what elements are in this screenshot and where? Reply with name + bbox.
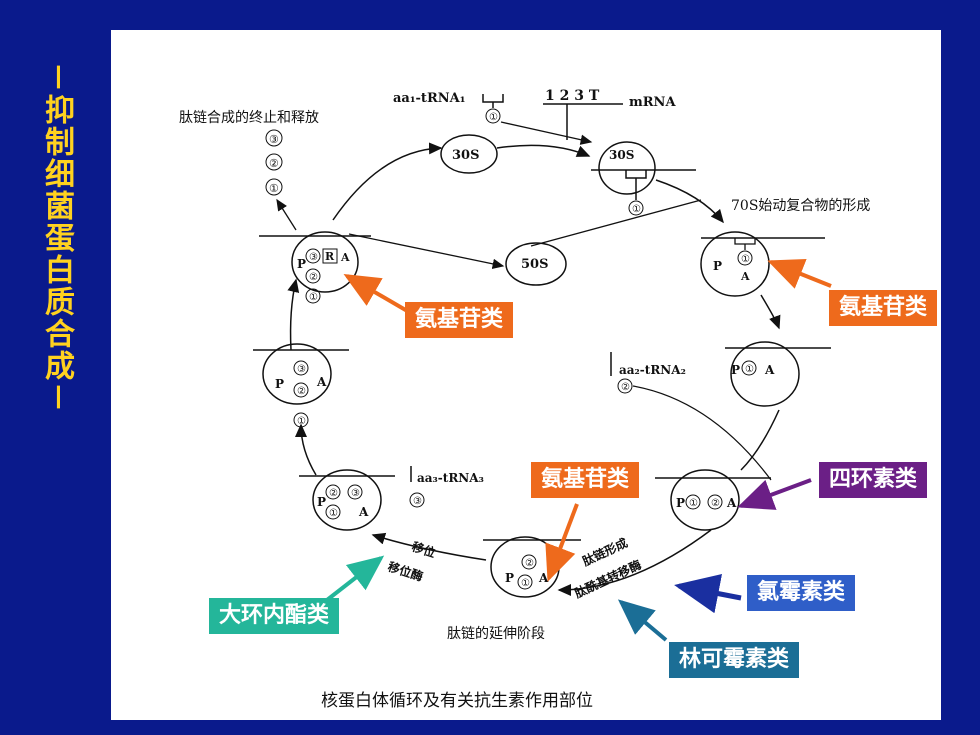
aminoglycoside-badge-2: 氨基苷类 <box>829 290 938 326</box>
macrolide-arrow <box>325 555 385 602</box>
diagram-panel: 肽链合成的终止和释放 70S始动复合物的形成 肽链的延伸阶段 核蛋白体循环及有关… <box>111 30 941 720</box>
svg-text:②: ② <box>525 558 534 569</box>
svg-text:①: ① <box>269 182 279 195</box>
translocation-label: 移位 <box>410 539 437 561</box>
svg-text:P: P <box>731 363 740 377</box>
svg-text:aa₂-tRNA₂: aa₂-tRNA₂ <box>619 363 686 377</box>
svg-text:②: ② <box>711 498 720 509</box>
ribosome-translocated: P ③ ② ① A <box>253 343 349 428</box>
svg-text:P: P <box>505 571 514 585</box>
released-peptide: ③ ② ① <box>265 129 283 196</box>
svg-text:③: ③ <box>413 496 422 507</box>
svg-text:30S: 30S <box>452 148 479 163</box>
tetracycline-badge: 四环素类 <box>819 462 928 498</box>
svg-text:①: ① <box>741 254 750 265</box>
svg-text:aa₃-tRNA₃: aa₃-tRNA₃ <box>417 471 484 485</box>
svg-text:P: P <box>676 496 685 510</box>
svg-text:③: ③ <box>351 488 360 499</box>
svg-text:①: ① <box>689 498 698 509</box>
svg-text:①: ① <box>632 204 641 215</box>
svg-text:③: ③ <box>269 133 279 146</box>
side-title: －抑制细菌蛋白质合成－ <box>39 62 74 414</box>
svg-text:①: ① <box>297 416 306 427</box>
ribosome-peptide-formed: P ② ① A <box>483 536 581 598</box>
svg-text:③: ③ <box>297 364 306 375</box>
aminoglycoside-arrow-1 <box>343 273 411 314</box>
mrna-label: mRNA <box>629 95 676 110</box>
ribosome-cycle-diagram: 肽链合成的终止和释放 70S始动复合物的形成 肽链的延伸阶段 核蛋白体循环及有关… <box>179 88 870 711</box>
svg-text:②: ② <box>269 157 279 170</box>
svg-text:A: A <box>726 496 737 510</box>
svg-text:P: P <box>275 377 284 391</box>
chloramphenicol-arrow <box>674 573 742 614</box>
ribosome-70s-initiation: P ① A <box>700 231 825 297</box>
svg-text:①: ① <box>745 364 754 375</box>
svg-text:②: ② <box>297 386 306 397</box>
svg-text:①: ① <box>329 508 338 519</box>
aminoglycoside-badge-3: 氨基苷类 <box>531 462 640 498</box>
lincomycin-arrow <box>617 599 668 642</box>
mrna-codons: 1 2 3 T <box>545 88 600 104</box>
svg-text:P: P <box>297 257 306 271</box>
subunit-30s-initiation <box>598 141 656 195</box>
peptide-formation-label: 肽链形成 <box>580 535 630 569</box>
svg-text:R: R <box>325 250 335 263</box>
svg-text:①: ① <box>309 292 318 303</box>
svg-text:A: A <box>316 375 327 389</box>
svg-text:②: ② <box>621 382 630 393</box>
ribosome-aa2-entry: aa₂-tRNA₂ ② P ① A <box>610 341 831 481</box>
aa1-trna-label: aa₁-tRNA₁ <box>393 91 465 106</box>
svg-text:①: ① <box>521 578 530 589</box>
subunit-50s <box>505 242 567 286</box>
elongation-label: 肽链的延伸阶段 <box>447 626 545 642</box>
svg-text:②: ② <box>329 488 338 499</box>
termination-label: 肽链合成的终止和释放 <box>179 110 319 126</box>
trna1-circle <box>485 108 501 124</box>
aminoglycoside-arrow-3 <box>545 503 579 582</box>
svg-text:A: A <box>340 251 350 264</box>
svg-text:①: ① <box>489 112 498 123</box>
tetracycline-arrow <box>737 478 812 510</box>
svg-text:P: P <box>713 259 722 273</box>
svg-text:30S: 30S <box>609 148 634 162</box>
svg-text:P: P <box>317 495 326 509</box>
svg-text:A: A <box>538 571 549 585</box>
macrolide-badge: 大环内酯类 <box>209 598 340 634</box>
lincomycin-badge: 林可霉素类 <box>669 642 800 678</box>
svg-text:A: A <box>740 270 750 283</box>
diagram-caption: 核蛋白体循环及有关抗生素作用部位 <box>321 691 593 711</box>
svg-text:A: A <box>358 505 369 519</box>
aminoglycoside-badge-1: 氨基苷类 <box>405 302 514 338</box>
chloramphenicol-badge: 氯霉素类 <box>747 575 856 611</box>
translocase-label: 移位酶 <box>386 559 425 584</box>
aminoglycoside-arrow-2 <box>767 259 832 289</box>
initiation-label: 70S始动复合物的形成 <box>731 197 870 214</box>
svg-text:③: ③ <box>309 252 318 263</box>
ribosome-termination: P ③ R A ② ① <box>259 231 371 304</box>
svg-text:A: A <box>764 363 775 377</box>
svg-text:50S: 50S <box>521 257 548 272</box>
svg-text:②: ② <box>309 272 318 283</box>
ribosome-aa3-entry: P ② ③ ① A aa₃-tRNA₃ ③ <box>299 466 484 531</box>
